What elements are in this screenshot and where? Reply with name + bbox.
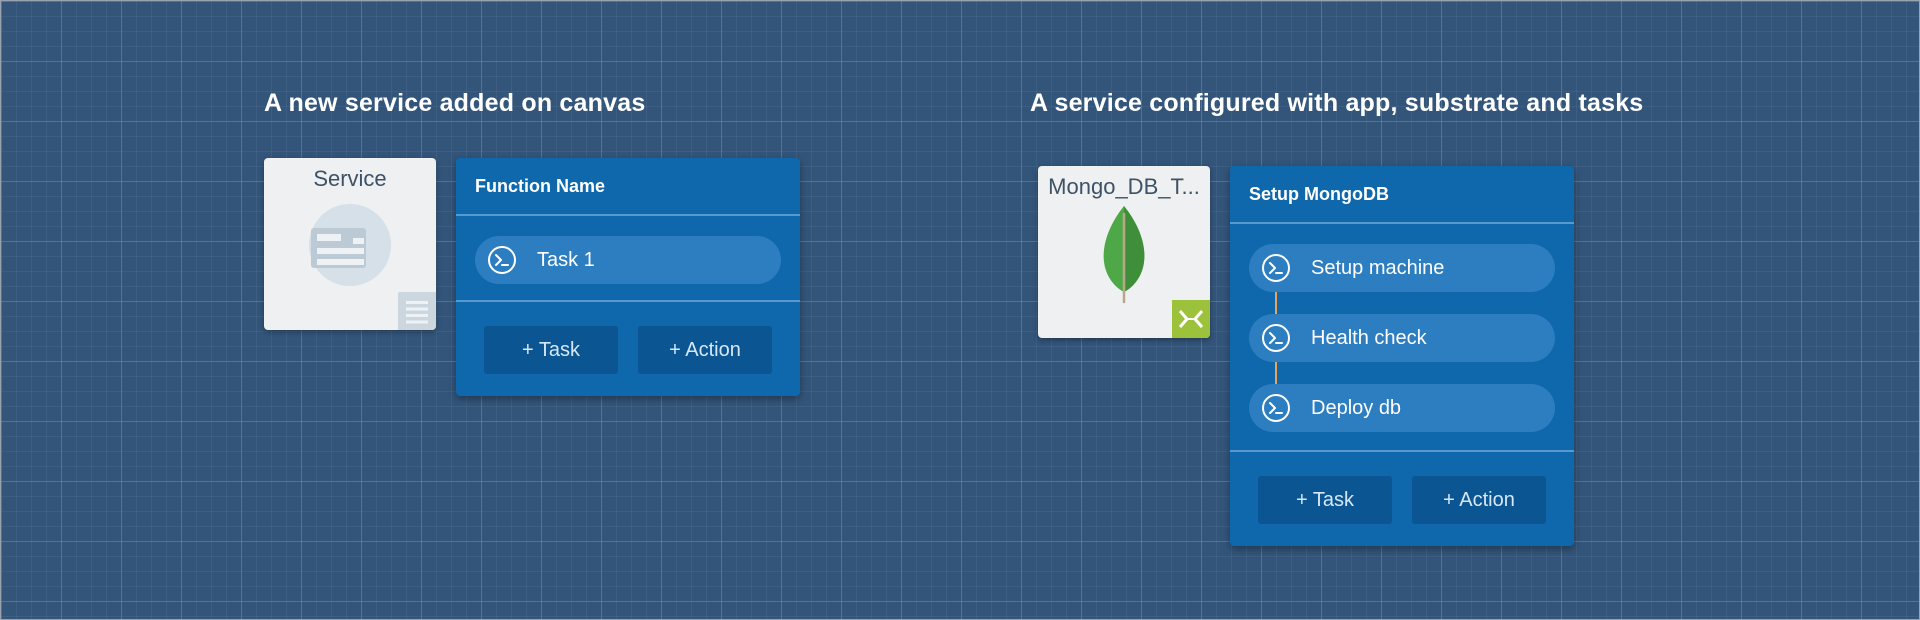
panel-title: Setup MongoDB [1230,166,1574,224]
task-item[interactable]: Health check [1249,314,1555,362]
task-label: Deploy db [1311,396,1402,419]
terminal-icon [1262,254,1290,282]
nutanix-x-icon [1172,300,1210,338]
terminal-icon [1262,324,1290,352]
panel-title: Function Name [456,158,800,216]
task-list: Task 1 [456,216,800,302]
service-name: Service [313,166,387,191]
add-action-button[interactable]: + Action [638,326,772,374]
panel-actions: + Task + Action [1230,452,1574,546]
task-item[interactable]: Task 1 [475,236,781,284]
left-section-title: A new service added on canvas [264,89,646,117]
task-label: Setup machine [1311,256,1445,279]
terminal-icon [1262,394,1290,422]
service-placeholder-icon [309,204,391,286]
panel-actions: + Task + Action [456,302,800,396]
task-item[interactable]: Setup machine [1249,244,1555,292]
add-action-button[interactable]: + Action [1412,476,1546,524]
add-task-button[interactable]: + Task [484,326,618,374]
service-card-mongodb[interactable]: Mongo_DB_T... [1038,166,1210,338]
terminal-icon [488,246,516,274]
function-panel-mongodb: Setup MongoDB Setup machine [1230,166,1574,546]
function-panel-new: Function Name Task 1 + Task + Action [456,158,800,396]
task-label: Task 1 [537,248,595,271]
service-card-new[interactable]: Service [264,158,436,330]
flow-connector [1275,350,1277,410]
task-label: Health check [1311,326,1427,349]
service-name: Mongo_DB_T... [1048,174,1200,199]
right-section-title: A service configured with app, substrate… [1030,89,1644,117]
task-list: Setup machine Health check Deploy db [1230,224,1574,452]
list-icon [398,292,436,330]
mongodb-leaf-icon [1103,206,1145,304]
task-item[interactable]: Deploy db [1249,384,1555,432]
flow-connector [1275,280,1277,340]
add-task-button[interactable]: + Task [1258,476,1392,524]
